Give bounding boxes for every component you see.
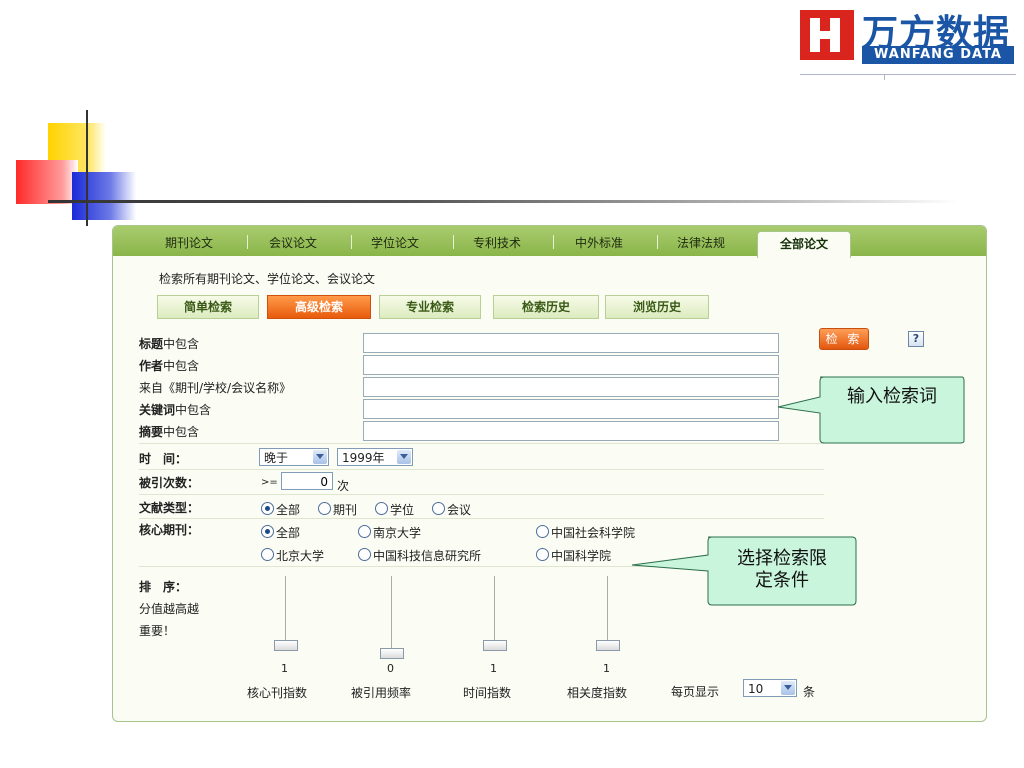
year-select[interactable]: 1999年 [337, 448, 413, 466]
tab-laws[interactable]: 法律法规 [677, 236, 726, 250]
doc-type-journal-radio[interactable] [318, 502, 331, 515]
tab-journal[interactable]: 期刊论文 [165, 236, 214, 250]
abstract-label: 摘要中包含 [139, 425, 200, 439]
search-panel: 期刊论文 会议论文 学位论文 专利技术 中外标准 法律法规 全部论文 检索所有期… [112, 225, 987, 722]
slider-value-core: 1 [281, 662, 288, 675]
deco-blue-square [72, 172, 136, 220]
slider-thumb-cited[interactable] [380, 648, 404, 659]
sort-label: 排 序： [139, 580, 188, 594]
core-cass-radio[interactable] [536, 525, 549, 538]
chevron-down-icon [313, 450, 327, 464]
per-page-label: 每页显示 [671, 685, 720, 699]
author-input[interactable] [363, 355, 779, 375]
slider-track-time [494, 576, 495, 648]
title-input[interactable] [363, 333, 779, 353]
cited-unit: 次 [337, 479, 350, 493]
doc-type-journal-label: 期刊 [333, 503, 358, 517]
chevron-down-icon [397, 450, 411, 464]
search-scope-text: 检索所有期刊论文、学位论文、会议论文 [159, 272, 376, 286]
slider-track-relevance [607, 576, 608, 648]
slider-thumb-time[interactable] [483, 640, 507, 651]
search-history-button[interactable]: 检索历史 [493, 295, 599, 319]
expert-search-button[interactable]: 专业检索 [379, 295, 481, 319]
author-label: 作者中包含 [139, 359, 200, 373]
deco-vertical-line [86, 110, 88, 226]
tab-conference[interactable]: 会议论文 [269, 236, 318, 250]
tab-bar: 期刊论文 会议论文 学位论文 专利技术 中外标准 法律法规 全部论文 [113, 226, 986, 258]
chevron-down-icon [781, 681, 795, 695]
callout-filter-shape [631, 536, 857, 606]
doc-type-conference-label: 会议 [447, 503, 472, 517]
slider-name-time: 时间指数 [463, 686, 512, 700]
slider-name-relevance: 相关度指数 [567, 686, 628, 700]
core-all-radio[interactable] [261, 525, 274, 538]
core-istic-radio[interactable] [358, 548, 371, 561]
slider-track-core [285, 576, 286, 648]
core-nanjing-radio[interactable] [358, 525, 371, 538]
abstract-input[interactable] [363, 421, 779, 441]
source-input[interactable] [363, 377, 779, 397]
core-peking-radio[interactable] [261, 548, 274, 561]
slider-value-cited: 0 [387, 662, 394, 675]
title-label: 标题中包含 [139, 337, 200, 351]
advanced-search-button[interactable]: 高级检索 [267, 295, 371, 319]
doc-type-thesis-radio[interactable] [375, 502, 388, 515]
doc-type-all-label: 全部 [276, 503, 301, 517]
doc-type-thesis-label: 学位 [390, 503, 415, 517]
core-all-label: 全部 [276, 526, 301, 540]
doc-type-conference-radio[interactable] [432, 502, 445, 515]
sort-hint-line1: 分值越高越 [139, 602, 200, 616]
tab-thesis[interactable]: 学位论文 [371, 236, 420, 250]
core-cas-label: 中国科学院 [551, 549, 612, 563]
doc-type-label: 文献类型： [139, 501, 200, 515]
help-icon[interactable]: ? [908, 331, 924, 347]
callout-input-text: 输入检索词 [847, 386, 937, 407]
simple-search-button[interactable]: 简单检索 [157, 295, 259, 319]
cited-count-input[interactable]: 0 [281, 472, 333, 490]
core-journal-label: 核心期刊： [139, 523, 200, 537]
callout-input-shape [777, 376, 965, 444]
slider-name-cited: 被引用频率 [351, 686, 412, 700]
core-istic-label: 中国科技信息研究所 [373, 549, 482, 563]
slider-value-relevance: 1 [603, 662, 610, 675]
tab-all-papers[interactable]: 全部论文 [757, 231, 851, 258]
tab-standards[interactable]: 中外标准 [575, 236, 624, 250]
time-relation-select[interactable]: 晚于 [259, 448, 329, 466]
per-page-unit: 条 [803, 685, 816, 699]
browse-history-button[interactable]: 浏览历史 [605, 295, 709, 319]
core-cass-label: 中国社会科学院 [551, 526, 636, 540]
slider-value-time: 1 [490, 662, 497, 675]
wanfang-logo: 万方数据 WANFANG DATA [800, 4, 1016, 80]
slider-name-core: 核心刊指数 [247, 686, 308, 700]
logo-english-text: WANFANG DATA [862, 46, 1014, 64]
deco-red-square [16, 160, 78, 204]
slider-thumb-core[interactable] [274, 640, 298, 651]
per-page-select[interactable]: 10 [743, 679, 797, 697]
keyword-input[interactable] [363, 399, 779, 419]
cited-count-label: 被引次数： [139, 476, 200, 490]
search-button[interactable]: 检 索 [819, 328, 869, 350]
core-nanjing-label: 南京大学 [373, 526, 422, 540]
source-label: 来自《期刊/学校/会议名称》 [139, 381, 292, 395]
slider-thumb-relevance[interactable] [596, 640, 620, 651]
tab-patent[interactable]: 专利技术 [473, 236, 522, 250]
callout-filter-text: 选择检索限 定条件 [737, 548, 827, 591]
slider-track-cited [391, 576, 392, 648]
keyword-label: 关键词中包含 [139, 403, 212, 417]
core-cas-radio[interactable] [536, 548, 549, 561]
logo-mark [800, 10, 854, 60]
cited-operator: >= [261, 477, 278, 488]
doc-type-all-radio[interactable] [261, 502, 274, 515]
time-label: 时 间： [139, 452, 188, 466]
deco-horizontal-line [48, 200, 958, 203]
sort-hint-line2: 重要！ [139, 624, 176, 638]
core-peking-label: 北京大学 [276, 549, 325, 563]
